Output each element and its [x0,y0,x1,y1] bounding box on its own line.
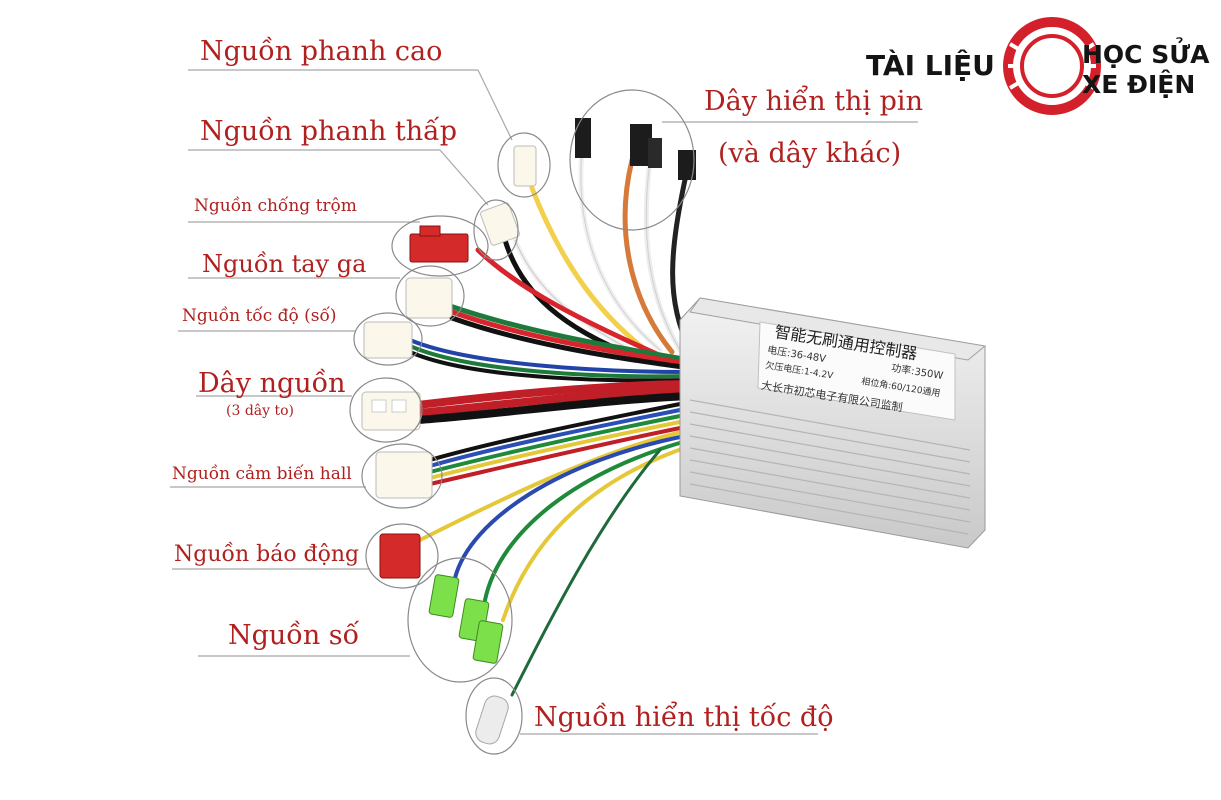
brake-low-connector [480,202,520,246]
label-alarm: Nguồn báo động [174,542,360,567]
label-battery-display-sub: (và dây khác) [718,138,902,169]
display-connectors [575,118,696,180]
label-speed-display: Nguồn hiển thị tốc độ [534,702,834,733]
label-anti-theft: Nguồn chống trộm [194,196,357,216]
brand-logo: TÀI LIỆU HỌC SỬA XE ĐIỆN [860,14,1210,118]
controller-box [679,297,987,549]
logo-right-line1: HỌC SỬA [1082,40,1210,69]
power-connector [361,391,421,431]
label-brake-low: Nguồn phanh thấp [200,116,457,147]
alarm-connector [379,533,421,579]
label-speed-gear: Nguồn tốc độ (số) [182,306,337,326]
label-power-wire-sub: (3 dây to) [226,403,295,419]
brake-high-connector [513,145,537,187]
hall-connector [375,451,433,499]
speed-connector [363,321,413,359]
callout-circles [349,89,695,755]
anti-theft-connector [409,225,469,263]
label-brake-high: Nguồn phanh cao [200,36,443,67]
tire-icon [1003,17,1101,115]
logo-right-line2: XE ĐIỆN [1082,70,1196,99]
label-throttle: Nguồn tay ga [202,250,367,278]
speed-display-connector [475,695,509,745]
label-hall-sensor: Nguồn cảm biến hall [172,464,352,484]
leader-lines [170,69,918,735]
connectors [361,118,696,745]
label-gear: Nguồn số [228,620,360,651]
wire-bundle [408,147,694,697]
label-battery-display: Dây hiển thị pin [704,86,923,117]
throttle-connector [405,277,453,319]
label-power-wire: Dây nguồn [198,368,346,399]
logo-left-text: TÀI LIỆU [866,49,995,82]
gear-connectors [428,574,504,664]
